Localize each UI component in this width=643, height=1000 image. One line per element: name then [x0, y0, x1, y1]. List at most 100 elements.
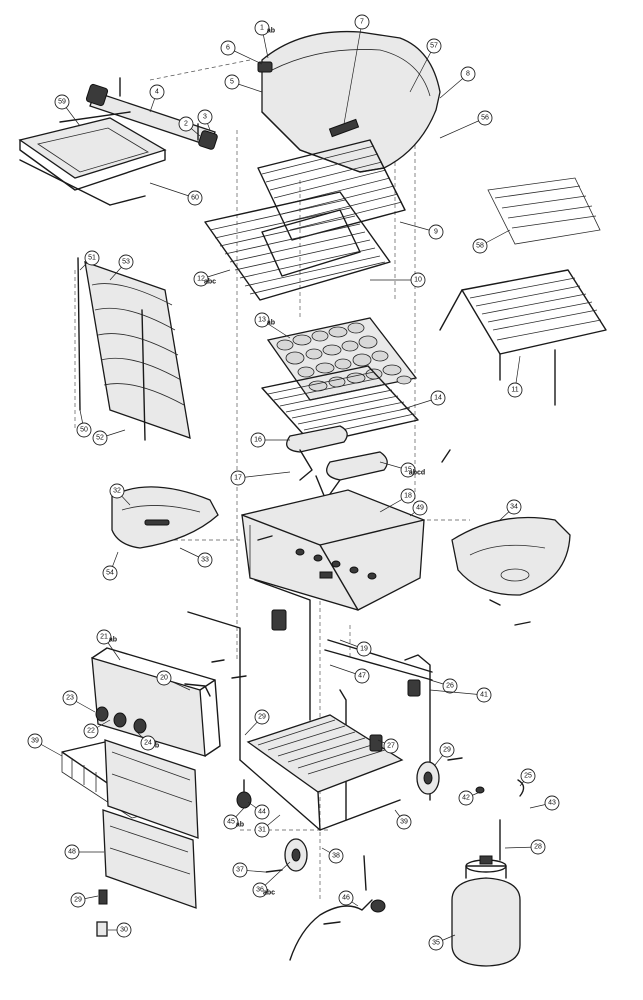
callout-37: 37 — [232, 862, 266, 878]
callout-number: 42 — [462, 795, 470, 802]
callout-circle — [149, 84, 165, 100]
callout-number: 23 — [66, 695, 74, 702]
callout-circle — [354, 668, 370, 684]
regulator-hose-46 — [289, 855, 386, 961]
lava-rocks-13 — [266, 317, 418, 401]
callout-circle — [118, 254, 134, 270]
callout-number: 60 — [191, 195, 199, 202]
callout-number: 16 — [254, 437, 262, 444]
callout-circle — [92, 430, 108, 446]
door-panel-48 — [102, 809, 197, 909]
callout-circle — [223, 814, 239, 830]
callout-number: 10 — [414, 277, 422, 284]
warming-rack-9 — [257, 139, 406, 241]
callout-58: 58 — [472, 229, 511, 254]
callout-46: 46 — [338, 890, 359, 907]
callout-38: 38 — [321, 847, 344, 864]
callout-number: 52 — [96, 435, 104, 442]
callout-41: 41 — [429, 687, 492, 703]
callout-number: 47 — [358, 673, 366, 680]
callout-number: 21 — [100, 634, 108, 641]
callout-circle — [197, 109, 213, 125]
callout-circle — [400, 488, 416, 504]
callout-8: 8 — [439, 66, 476, 99]
callout-leader-line — [343, 21, 363, 125]
callout-circle — [83, 723, 99, 739]
callout-number: 26 — [446, 683, 454, 690]
control-panel-21 — [91, 647, 221, 757]
callout-59: 59 — [54, 94, 81, 127]
callout-number: 17 — [234, 475, 242, 482]
callout-suffix: ab — [267, 28, 275, 35]
callout-circle — [460, 66, 476, 82]
callout-circle — [520, 768, 536, 784]
callout-circle — [338, 890, 354, 906]
callout-number: 12 — [197, 276, 205, 283]
callout-circle — [383, 738, 399, 754]
callout-26: 26 — [429, 678, 458, 694]
callout-31: 31 — [254, 814, 281, 838]
callout-14: 14 — [399, 390, 446, 411]
callout-circle — [76, 422, 92, 438]
callout-circle — [472, 238, 488, 254]
propane-tank-35 — [451, 855, 521, 967]
callout-circle — [62, 690, 78, 706]
callout-number: 13 — [258, 317, 266, 324]
callout-circle — [254, 822, 270, 838]
callout-circle — [254, 709, 270, 725]
callout-35: 35 — [428, 934, 456, 951]
wheel-29 — [416, 761, 440, 795]
callout-number: 57 — [430, 43, 438, 50]
callout-circle — [197, 552, 213, 568]
callout-number: 32 — [113, 488, 121, 495]
callout-18: 18 — [379, 488, 416, 513]
callout-number: 38 — [332, 853, 340, 860]
callout-number: 39 — [31, 738, 39, 745]
callout-suffix: ab — [236, 822, 244, 829]
callout-number: 5 — [230, 79, 234, 86]
callout-number: 58 — [476, 243, 484, 250]
callout-number: 7 — [360, 19, 364, 26]
callout-circle — [354, 14, 370, 30]
callout-circle — [70, 892, 86, 908]
door-panel-upper — [104, 739, 199, 839]
side-shelf — [18, 111, 167, 206]
callout-number: 51 — [88, 255, 96, 262]
callout-25: 25 — [519, 768, 536, 787]
callout-3: 3 — [197, 109, 213, 131]
callout-60: 60 — [149, 182, 203, 206]
callout-17: 17 — [230, 470, 291, 486]
callout-33: 33 — [179, 547, 213, 568]
callout-circle — [356, 641, 372, 657]
callout-number: 8 — [466, 71, 470, 78]
callout-42: 42 — [458, 790, 481, 806]
callout-number: 6 — [226, 45, 230, 52]
callout-6: 6 — [220, 40, 263, 65]
callout-circle — [507, 382, 523, 398]
callout-number: 37 — [236, 867, 244, 874]
callout-39: 39 — [27, 733, 63, 757]
callout-29: 29 — [244, 709, 270, 736]
callout-number: 49 — [416, 505, 424, 512]
callout-leader-line — [237, 471, 291, 479]
callout-16: 16 — [250, 432, 290, 448]
callout-leader-line — [439, 117, 486, 139]
callout-circle — [193, 271, 209, 287]
callout-circle — [476, 687, 492, 703]
callout-number: 19 — [360, 646, 368, 653]
callout-57: 57 — [409, 38, 442, 93]
callout-number: 45 — [227, 819, 235, 826]
callout-number: 15 — [404, 467, 412, 474]
callout-circle — [54, 94, 70, 110]
wheel-36 — [284, 838, 308, 872]
callout-47: 47 — [329, 664, 370, 684]
callout-39: 39 — [394, 809, 412, 830]
cart-frame — [187, 579, 433, 831]
callout-circle — [458, 790, 474, 806]
callout-suffix: abc — [204, 279, 216, 286]
callout-5: 5 — [224, 74, 263, 93]
